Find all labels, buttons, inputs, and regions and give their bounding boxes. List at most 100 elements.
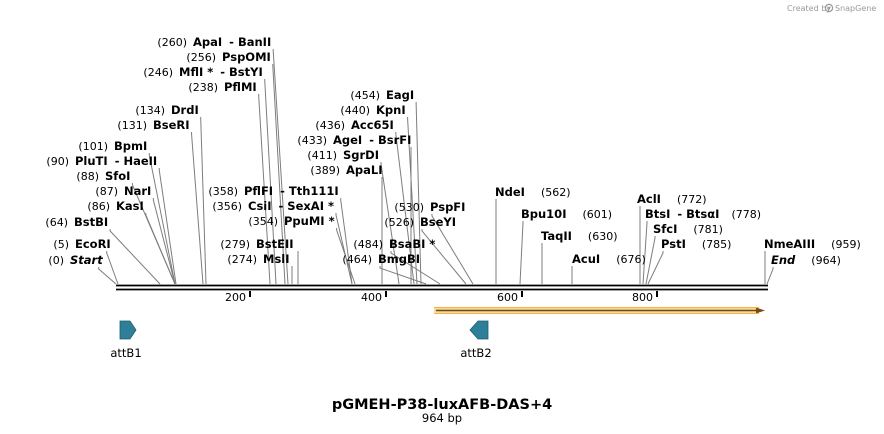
site-bseri[interactable]: BseRI(131) (117, 118, 189, 132)
feature-attB2[interactable]: attB2 (460, 320, 492, 360)
site-ppumi[interactable]: PpuMI *(354) (248, 214, 334, 228)
site-position: (274) (227, 253, 257, 266)
site-alt-name: - BtsαI (677, 207, 719, 221)
site-name: MflI * (179, 65, 213, 79)
site-end[interactable]: End(964) (771, 253, 841, 267)
site-agei[interactable]: AgeI- BsrFI(433) (297, 133, 411, 147)
site-pflmi[interactable]: PflMI(238) (188, 80, 256, 94)
tick-200: 200 (225, 291, 251, 304)
site-position: (238) (188, 81, 218, 94)
site-position: (601) (582, 208, 612, 221)
site-btsi[interactable]: BtsI- BtsαI(778) (645, 207, 761, 221)
site-name: BsaBI * (389, 237, 435, 251)
site-position: (411) (307, 149, 337, 162)
tick-label: 200 (225, 291, 246, 304)
site-position: (484) (353, 238, 383, 251)
site-nmeaiii[interactable]: NmeAIII(959) (764, 237, 861, 251)
site-position: (358) (208, 185, 238, 198)
site-kasi[interactable]: KasI (86) (87, 199, 143, 213)
site-position: (530) (394, 201, 424, 214)
site-position: (781) (693, 223, 723, 236)
site-position: (86) (87, 200, 110, 213)
site-pspomi[interactable]: PspOMI(256) (186, 50, 270, 64)
site-name: KpnI (376, 103, 406, 117)
site-name: SfoI (105, 169, 130, 183)
site-position: (279) (220, 238, 250, 251)
site-position: (0) (48, 254, 64, 267)
site-name: NarI (124, 184, 151, 198)
site-position: (260) (157, 36, 187, 49)
site-alt-name: - BsrFI (369, 133, 411, 147)
site-mfli[interactable]: MflI *- BstYI(246) (143, 65, 262, 79)
site-position: (246) (143, 66, 173, 79)
site-bseyi[interactable]: BseYI(526) (384, 215, 456, 229)
site-name: BstBI (74, 215, 108, 229)
site-apai[interactable]: ApaI - BanII (260) (157, 35, 271, 49)
site-apali[interactable]: ApaLI(389) (310, 163, 382, 177)
site-bsabi[interactable]: BsaBI * (484) (353, 237, 435, 251)
feature-attB1[interactable]: attB1 (110, 320, 142, 360)
site-alt-name: - BanII (229, 35, 271, 49)
site-position: (433) (297, 134, 327, 147)
site-eagi[interactable]: EagI (454) (350, 88, 414, 102)
site-position: (64) (45, 216, 68, 229)
site-acui[interactable]: AcuI(676) (572, 252, 646, 266)
site-name: KasI (116, 199, 144, 213)
site-acc65i[interactable]: Acc65I(436) (315, 118, 393, 132)
site-name: Start (70, 253, 103, 267)
site-name: PstI (661, 237, 686, 251)
site-name: SgrDI (343, 148, 379, 162)
site-msli[interactable]: MslI(274) (227, 252, 289, 266)
site-name: AclI (637, 192, 661, 206)
tick-label: 600 (497, 291, 518, 304)
tick-800: 800 (632, 291, 658, 304)
site-sgrdi[interactable]: SgrDI (411) (307, 148, 379, 162)
site-bpmi[interactable]: BpmI(101) (78, 139, 147, 153)
site-name: ApaLI (346, 163, 383, 177)
site-position: (964) (811, 254, 841, 267)
site-position: (454) (350, 89, 380, 102)
site-pluti[interactable]: PluTI- HaeII(90) (46, 154, 157, 168)
orf-arrow[interactable] (434, 307, 765, 314)
site-sfoi[interactable]: SfoI(88) (76, 169, 130, 183)
feature-label-attB2: attB2 (460, 346, 491, 360)
site-bsteii[interactable]: BstEII(279) (220, 237, 293, 251)
site-position: (785) (702, 238, 732, 251)
site-name: PspFI (430, 200, 465, 214)
site-taqii[interactable]: TaqII(630) (541, 229, 618, 243)
site-kpni[interactable]: KpnI(440) (340, 103, 405, 117)
site-bpu10i[interactable]: Bpu10I(601) (521, 207, 612, 221)
tick-600: 600 (497, 291, 523, 304)
site-position: (464) (342, 253, 372, 266)
site-sfci[interactable]: SfcI(781) (653, 222, 723, 236)
site-pspfi[interactable]: PspFI (530) (394, 200, 465, 214)
site-csii[interactable]: CsiI- SexAI *(356) (212, 199, 334, 213)
site-psti[interactable]: PstI (785) (661, 237, 731, 251)
site-name: PflFI (244, 184, 273, 198)
site-start[interactable]: Start (0) (48, 253, 103, 267)
restriction-site-labels: ApaI - BanII (260)PspOMI(256)MflI *- BstYI… (45, 35, 860, 267)
site-bmgbi[interactable]: BmgBI(464) (342, 252, 420, 266)
site-name: Acc65I (351, 118, 394, 132)
site-name: BseRI (153, 118, 190, 132)
site-name: PpuMI * (284, 214, 335, 228)
site-name: EagI (386, 88, 414, 102)
site-drdi[interactable]: DrdI(134) (135, 103, 198, 117)
site-acli[interactable]: AclI (772) (637, 192, 707, 206)
site-bstbi[interactable]: BstBI (64) (45, 215, 108, 229)
site-nari[interactable]: NarI(87) (95, 184, 151, 198)
site-name: AcuI (572, 252, 600, 266)
site-alt-name: - SexAI * (279, 199, 334, 213)
site-position: (772) (677, 193, 707, 206)
site-ndei[interactable]: NdeI(562) (495, 185, 571, 199)
site-position: (562) (541, 186, 571, 199)
feature-label-attB1: attB1 (110, 346, 141, 360)
site-ecori[interactable]: EcoRI(5) (53, 237, 110, 251)
site-name: ApaI (193, 35, 222, 49)
tick-400: 400 (361, 291, 387, 304)
site-position: (356) (212, 200, 242, 213)
site-pflfi[interactable]: PflFI- Tth111I(358) (208, 184, 338, 198)
ruler-ticks: 200 400 600 800 (225, 291, 658, 304)
plasmid-length: 964 bp (422, 411, 462, 425)
